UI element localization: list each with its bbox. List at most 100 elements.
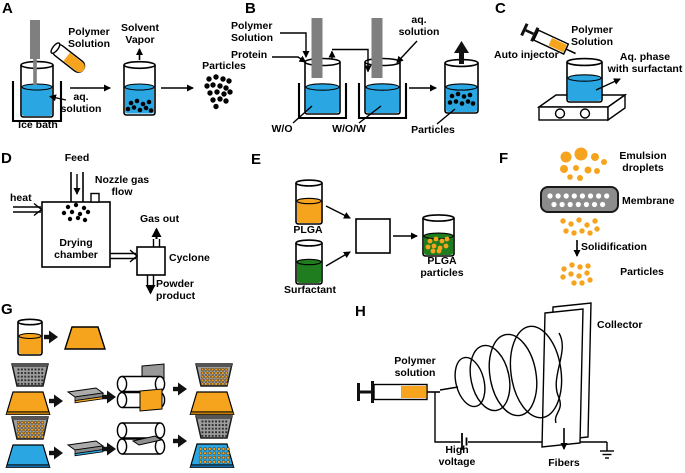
- heat-arrowhead: [33, 202, 43, 217]
- emulsion-droplets-cluster: [560, 147, 607, 181]
- beaker-plga-particles: [422, 214, 455, 257]
- label-polymer-solution: Polymer Solution: [571, 24, 613, 48]
- circuit-wire: [434, 392, 614, 459]
- collector-plate: [541, 302, 592, 448]
- panel-letter-d: D: [1, 150, 12, 167]
- label-particles: Particles: [411, 124, 455, 136]
- aq-solution-pointer-arrow: [49, 94, 67, 102]
- panel-letter-f: F: [499, 150, 509, 167]
- panel-a-emulsion-evaporation: [11, 20, 233, 123]
- auto-injector-syringe: [520, 23, 576, 55]
- solid-particles-cluster: [560, 262, 593, 286]
- ice-bath-bracket: [11, 81, 63, 123]
- panel-c-nanoprecipitation: [520, 23, 628, 122]
- panel-letter-g: G: [1, 301, 13, 318]
- cyclone-box: [136, 246, 166, 276]
- label-auto-injector: Auto injector: [494, 49, 559, 61]
- membrane-pores-row: [551, 201, 606, 208]
- water-bath-bracket: [297, 83, 348, 120]
- water-bath-bracket: [357, 83, 408, 120]
- beaker-plga: [295, 179, 323, 225]
- beaker-polymer: [17, 318, 43, 356]
- label-particles: Particles: [620, 266, 664, 278]
- panel-d-spray-dryer: [13, 172, 166, 295]
- dial: [579, 108, 591, 119]
- particles-in-beaker: [125, 98, 154, 113]
- particles-pointer-line: [436, 108, 456, 125]
- beaker-solvent-evaporation: [123, 60, 156, 116]
- arrow-solid: [44, 330, 58, 344]
- fiber-jet-coil: [439, 325, 563, 424]
- label-ice-bath: Ice bath: [18, 119, 58, 131]
- label-surfactant: Surfactant: [284, 284, 336, 296]
- polymer-tube: [50, 42, 86, 73]
- panel-letter-c: C: [495, 0, 506, 17]
- label-plga: PLGA: [293, 224, 323, 236]
- polymer-film: [5, 391, 51, 415]
- ground-symbol: [600, 442, 614, 459]
- droplets-in-chamber: [61, 202, 91, 223]
- label-aq-solution: aq. solution: [60, 91, 102, 115]
- label-plga-particles: PLGA particles: [420, 255, 464, 279]
- beaker-aqueous-phase: [566, 57, 603, 103]
- particles-in-beaker: [447, 91, 476, 106]
- arrow-solid: [49, 446, 63, 460]
- aq-phase-pointer: [595, 78, 621, 91]
- transfer-arrow-down: [332, 48, 372, 73]
- arrow-solid: [49, 394, 63, 408]
- laminated-sheet: [66, 387, 105, 404]
- mold-filled-particles: [11, 416, 49, 440]
- needle: [565, 48, 576, 55]
- arrow-solid: [102, 390, 116, 404]
- laminated-sheet: [66, 440, 105, 457]
- mold-filled-particles: [195, 363, 233, 387]
- beaker-aqueous-ice-bath: [20, 60, 54, 118]
- roller-press: [116, 363, 166, 412]
- arrow-solid: [173, 382, 187, 396]
- stirrer-rod: [311, 18, 323, 78]
- wow-pointer-line: [358, 105, 382, 124]
- polymer-solution-pointer: [280, 32, 310, 58]
- arrow: [325, 251, 351, 267]
- label-wo: W/O: [271, 123, 293, 135]
- label-nozzle-gas-flow: Nozzle gas flow: [94, 174, 150, 198]
- hot-plate-stirrer: [536, 93, 628, 122]
- polymer-film: [64, 326, 106, 350]
- panel-letter-b: B: [245, 0, 256, 17]
- arrow-solid: [102, 442, 116, 456]
- microfluidic-chip: [355, 218, 391, 254]
- outlet-arrowhead: [129, 249, 139, 263]
- label-particles: Particles: [202, 60, 246, 72]
- label-collector: Collector: [597, 319, 643, 331]
- panel-f-membrane-emulsification: [540, 147, 619, 286]
- mold-empty: [195, 415, 233, 439]
- label-polymer-solution: Polymer Solution: [231, 20, 273, 44]
- stirrer-rod: [371, 18, 383, 78]
- label-gas-out: Gas out: [140, 213, 180, 225]
- beaker-particles: [444, 58, 479, 114]
- nozzle: [90, 192, 100, 203]
- substrate-film-blue: [5, 444, 51, 468]
- mold-empty: [11, 363, 49, 387]
- drying-chamber-box: [41, 201, 111, 268]
- panel-h-electrospinning: [357, 302, 614, 459]
- wo-pointer-line: [292, 105, 313, 124]
- label-solvent-vapor: Solvent Vapor: [121, 22, 159, 46]
- panel-letter-h: H: [355, 303, 366, 320]
- arrow-solid: [173, 434, 187, 448]
- extruded-droplets-cluster: [560, 217, 600, 236]
- aq-solution-pointer: [396, 40, 418, 64]
- arrow: [325, 205, 351, 219]
- label-membrane: Membrane: [622, 195, 675, 207]
- membrane: [540, 186, 619, 213]
- label-powder-product: Powder product: [156, 278, 196, 302]
- protein-pointer: [272, 55, 307, 63]
- particle-cluster: [204, 74, 233, 110]
- label-drying-chamber: Drying chamber: [54, 237, 98, 261]
- label-high-voltage: High voltage: [438, 444, 476, 468]
- polymer-film: [189, 391, 235, 415]
- label-cyclone: Cyclone: [169, 252, 210, 264]
- label-protein: Protein: [231, 49, 268, 61]
